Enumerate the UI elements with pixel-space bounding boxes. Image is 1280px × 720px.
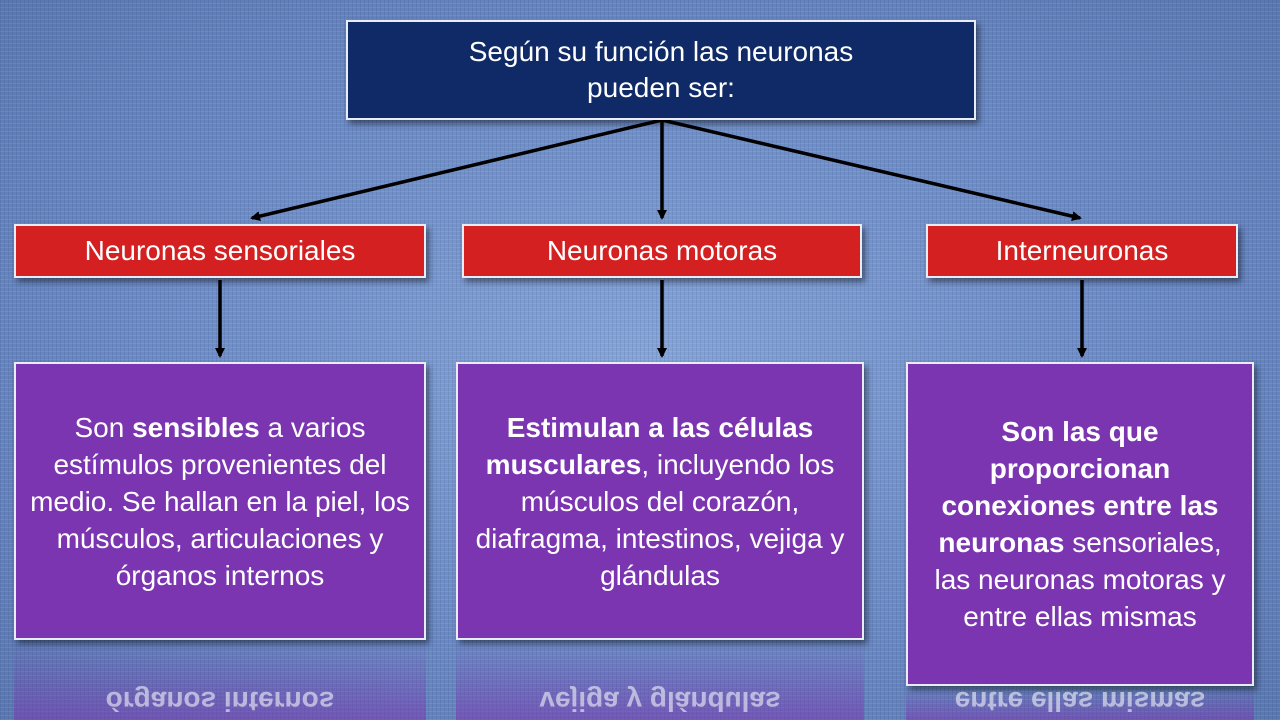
- description-motoras: Estimulan a las células musculares, incl…: [456, 362, 864, 640]
- description-segment: a varios estímulos provenientes del medi…: [30, 411, 410, 591]
- arrow-to-sensoriales: [250, 118, 663, 222]
- arrow-to-interneuronas: [661, 118, 1082, 222]
- description-sensoriales: Son sensibles a varios estímulos proveni…: [14, 362, 426, 640]
- category-label: Neuronas motoras: [546, 235, 778, 266]
- reflection-sensoriales: órganos internos: [14, 642, 426, 720]
- description-bold-segment: sensibles: [132, 411, 260, 443]
- title-box: Según su función las neuronas pueden ser…: [346, 20, 976, 120]
- reflection-motoras: vejiga y glándulas: [456, 642, 864, 720]
- category-label: Neuronas sensoriales: [84, 235, 356, 266]
- description-text: Estimulan a las células musculares, incl…: [472, 409, 848, 594]
- category-motoras: Neuronas motoras: [462, 224, 862, 278]
- reflection-interneuronas: entre ellas mismas: [906, 688, 1254, 720]
- description-text: Son las que proporcionan conexiones entr…: [922, 413, 1238, 635]
- description-interneuronas: Son las que proporcionan conexiones entr…: [906, 362, 1254, 686]
- title-text: Según su función las neuronas pueden ser…: [469, 34, 854, 106]
- description-bold-segment: Son las que proporcionan conexiones entr…: [938, 416, 1219, 558]
- description-segment: sensoriales, las neuronas motoras y entr…: [934, 527, 1226, 632]
- category-interneuronas: Interneuronas: [926, 224, 1238, 278]
- title-line-2: pueden ser:: [587, 72, 735, 103]
- description-bold-segment: Estimulan a las células musculares: [485, 411, 814, 480]
- title-line-1: Según su función las neuronas: [468, 36, 854, 67]
- category-sensoriales: Neuronas sensoriales: [14, 224, 426, 278]
- description-segment: , incluyendo los músculos del corazón, d…: [475, 448, 845, 591]
- description-text: Son sensibles a varios estímulos proveni…: [30, 409, 410, 594]
- category-label: Interneuronas: [995, 235, 1169, 266]
- description-segment: Son: [74, 411, 133, 443]
